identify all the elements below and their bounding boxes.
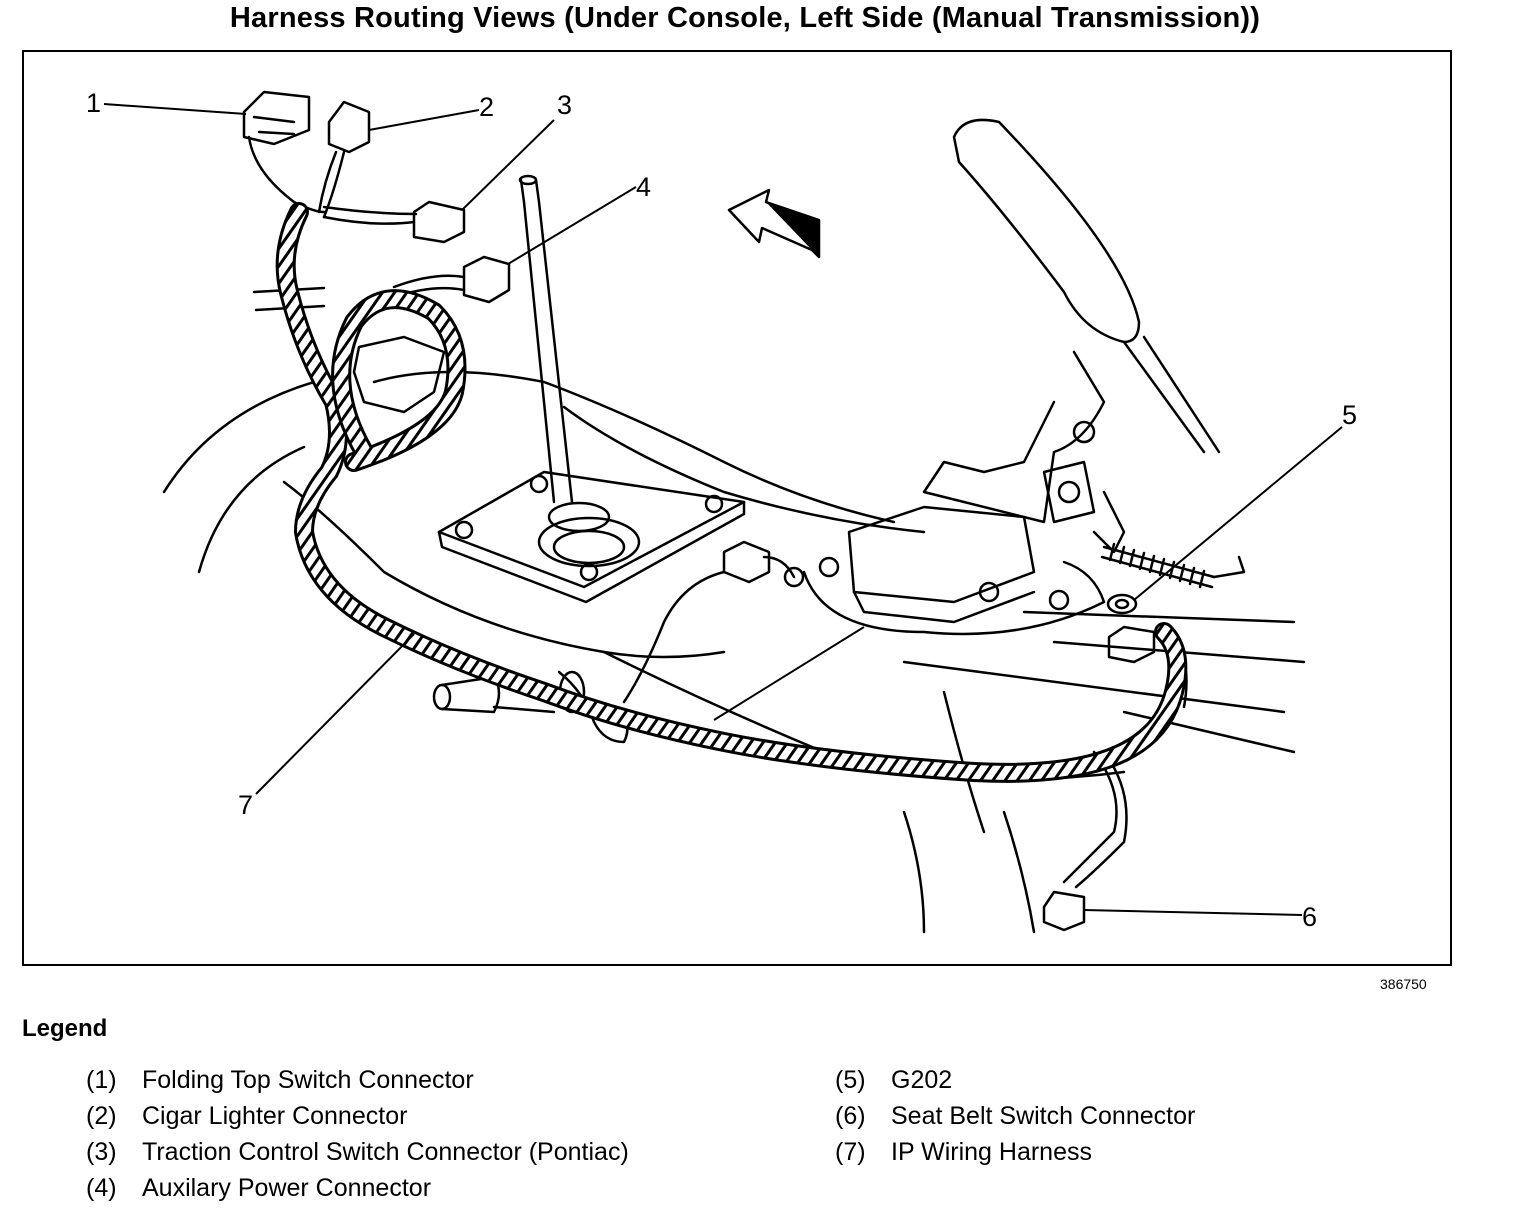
legend-left-column: (1) Folding Top Switch Connector (2) Cigar… — [86, 1066, 629, 1210]
front-direction-arrow — [727, 188, 821, 259]
harness-lead — [622, 570, 726, 704]
callout-5: 5 — [1342, 400, 1358, 430]
shift-lever — [534, 178, 574, 504]
leader-line-7 — [255, 633, 415, 795]
legend-label: Folding Top Switch Connector — [142, 1066, 474, 1094]
legend-number: (7) — [835, 1138, 866, 1166]
harness-routing-illustration: 1 2 3 4 5 6 7 — [22, 50, 1452, 966]
brake-spring — [1100, 542, 1246, 589]
connector-seat-belt — [1042, 750, 1128, 932]
leader-line-6 — [1083, 909, 1303, 916]
callout-1: 1 — [86, 88, 102, 118]
legend-heading: Legend — [22, 1015, 108, 1042]
bracket-hole — [1057, 480, 1081, 504]
plate-bolt — [529, 474, 549, 494]
legend-number: (6) — [835, 1102, 866, 1130]
parking-brake-rod — [1142, 335, 1221, 454]
parking-brake-rod — [1122, 340, 1206, 454]
brake-bracket — [1042, 460, 1096, 524]
legend-right-column: (5) G202 (6) Seat Belt Switch Connector (7… — [835, 1066, 1195, 1174]
connector-traction-control — [322, 200, 466, 244]
tunnel-rail — [902, 810, 926, 934]
bolt — [783, 566, 805, 588]
callout-4: 4 — [636, 172, 652, 202]
bolt — [1048, 589, 1070, 611]
legend-label: Auxilary Power Connector — [142, 1174, 432, 1202]
shift-lever — [519, 178, 556, 504]
legend-label: Seat Belt Switch Connector — [891, 1102, 1196, 1130]
legend-label: Traction Control Switch Connector (Ponti… — [142, 1138, 629, 1166]
console-tunnel — [282, 480, 726, 659]
legend-item: (4) Auxilary Power Connector — [86, 1174, 629, 1210]
leader-line-5 — [1133, 426, 1343, 601]
illustration-svg — [103, 90, 1343, 934]
shift-boot — [537, 516, 641, 568]
callout-7: 7 — [238, 790, 254, 820]
plate-bolt — [454, 520, 474, 540]
plate-bolt — [579, 562, 599, 582]
brake-bracket — [1092, 490, 1126, 554]
legend-number: (1) — [86, 1066, 117, 1094]
legend-item: (6) Seat Belt Switch Connector — [835, 1102, 1195, 1138]
actuator-box — [847, 505, 1036, 604]
callout-3: 3 — [557, 90, 573, 120]
ip-wiring-harness-loop — [334, 292, 464, 469]
legend-item: (7) IP Wiring Harness — [835, 1138, 1195, 1174]
leader-line-4 — [507, 186, 637, 265]
harness-lead — [762, 555, 796, 579]
bolt — [818, 556, 840, 578]
console-tunnel — [562, 405, 926, 534]
legend-label: IP Wiring Harness — [891, 1138, 1092, 1166]
actuator-base — [802, 560, 1106, 636]
shift-boot — [552, 529, 626, 565]
shift-boot — [547, 501, 611, 533]
bolt — [978, 581, 1000, 603]
figure-number: 386750 — [1380, 976, 1427, 992]
legend-number: (5) — [835, 1066, 866, 1094]
floor-contour — [162, 380, 316, 494]
legend-item: (2) Cigar Lighter Connector — [86, 1102, 629, 1138]
diagram-title: Harness Routing Views (Under Console, Le… — [229, 2, 1261, 34]
leader-line-2 — [368, 109, 480, 131]
shift-lever-top — [518, 174, 538, 186]
tunnel-rail — [902, 660, 1286, 714]
legend-label: Cigar Lighter Connector — [142, 1102, 408, 1130]
bracket-hole — [1072, 420, 1096, 444]
actuator-box — [852, 590, 1036, 624]
plate-bolt — [704, 494, 724, 514]
legend-item: (5) G202 — [835, 1066, 1195, 1102]
harness-lead — [722, 540, 771, 584]
shift-plate — [437, 500, 746, 604]
floor-contour — [197, 445, 306, 574]
legend-item: (3) Traction Control Switch Connector (Po… — [86, 1138, 629, 1174]
connector-folding-top — [242, 90, 326, 214]
callout-2: 2 — [479, 92, 495, 122]
connector-cigar-lighter — [317, 100, 371, 219]
leader-line-bracket — [713, 626, 865, 721]
brake-bracket — [922, 350, 1106, 524]
legend-number: (2) — [86, 1102, 117, 1130]
leader-line-1 — [103, 103, 247, 115]
legend-number: (4) — [86, 1174, 117, 1202]
tunnel-rail — [1002, 810, 1036, 934]
legend-item: (1) Folding Top Switch Connector — [86, 1066, 629, 1102]
tunnel-rail — [1022, 610, 1296, 624]
leader-line-3 — [461, 119, 555, 211]
legend-number: (3) — [86, 1138, 117, 1166]
legend-label: G202 — [891, 1066, 953, 1094]
callout-6: 6 — [1302, 902, 1318, 932]
parking-brake-lever — [952, 118, 1141, 344]
harness-clip-bracket — [352, 335, 446, 414]
